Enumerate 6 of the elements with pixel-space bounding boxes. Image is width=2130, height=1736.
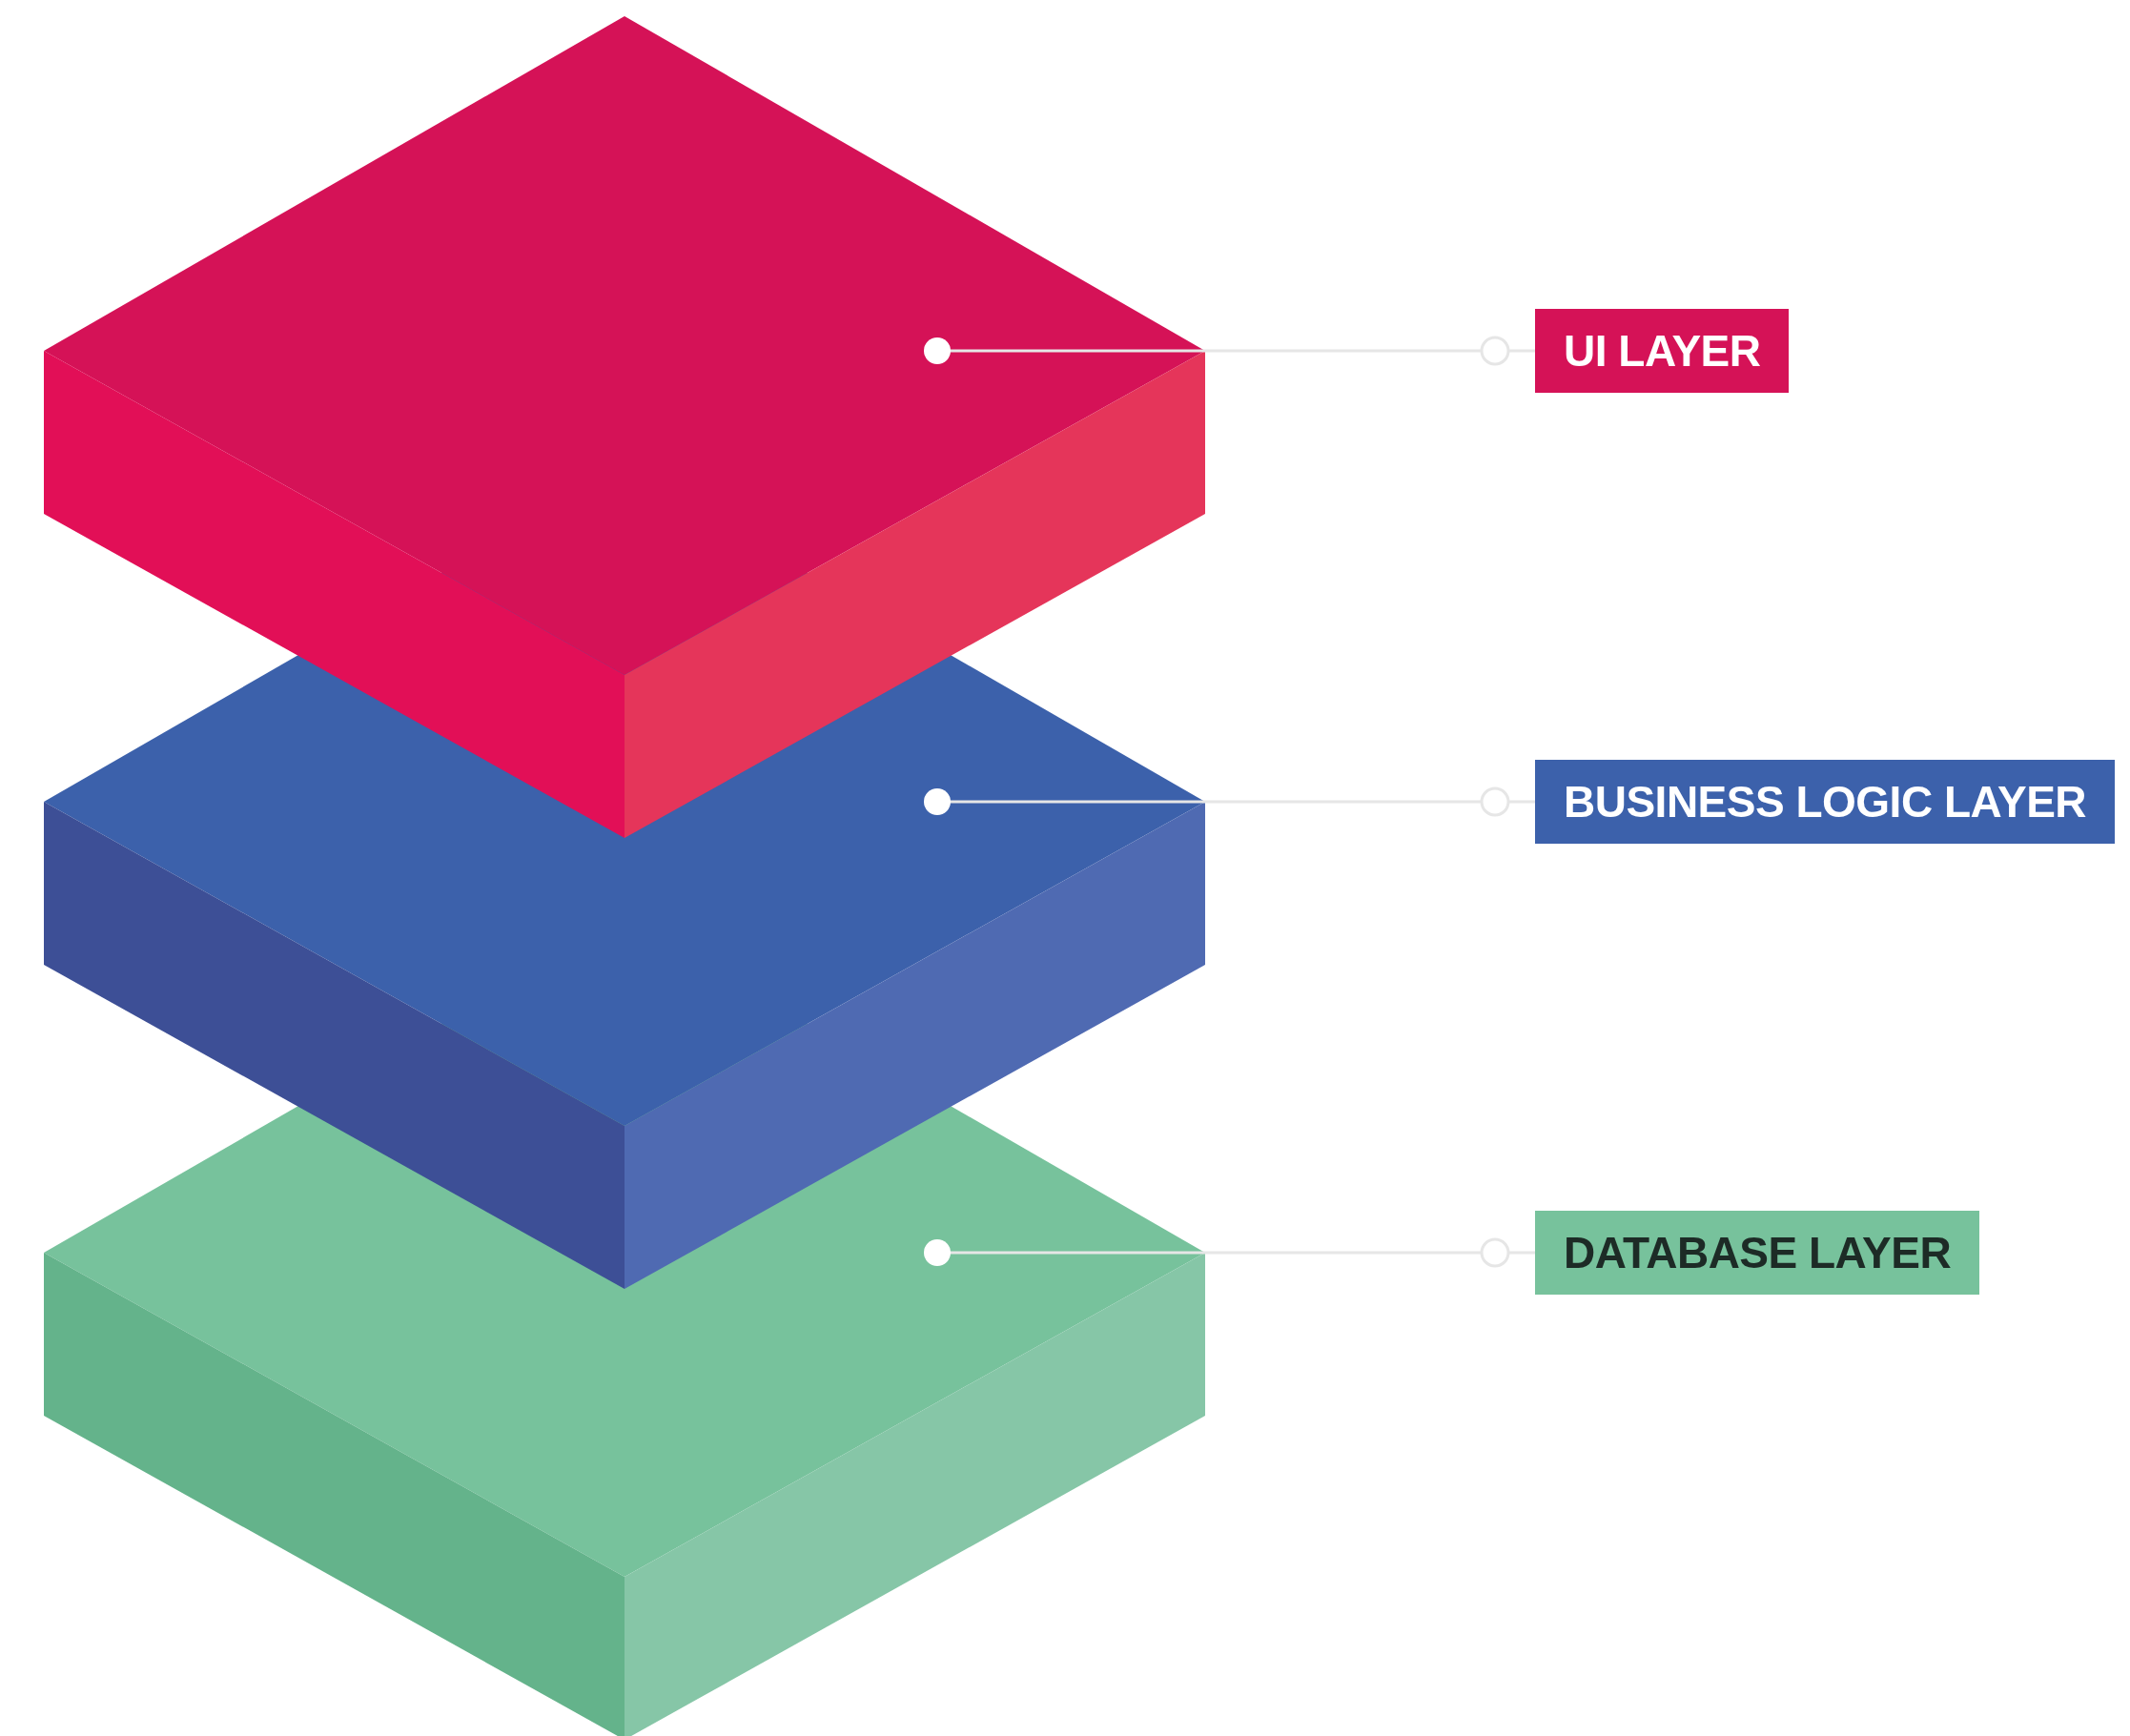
layer-label: BUSINESS LOGIC LAYER (1535, 760, 2116, 844)
layer-label: DATABASE LAYER (1535, 1211, 1980, 1295)
layer-label: UI LAYER (1535, 309, 1790, 393)
leader-line (924, 336, 1535, 366)
leader-line (924, 786, 1535, 817)
leader-line (924, 1237, 1535, 1268)
